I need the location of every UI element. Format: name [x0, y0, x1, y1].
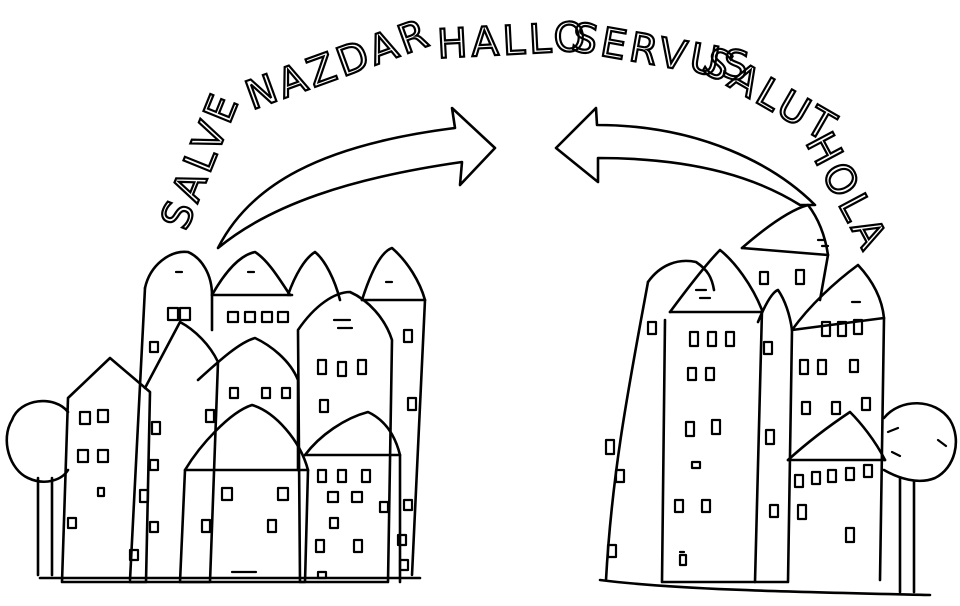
building-left-b: [128, 250, 214, 582]
building-right-b: [660, 248, 764, 584]
greeting-nazdar: NAZDAR: [240, 10, 438, 120]
greeting-salve: SALVE: [153, 85, 250, 236]
right-town: [598, 203, 958, 597]
tree-left: [5, 399, 70, 577]
building-left-g: [296, 290, 394, 584]
greeting-hallo: HALLO: [436, 14, 590, 68]
building-left-a: [60, 356, 152, 584]
tree-right: [882, 401, 958, 594]
building-right-f: [678, 410, 887, 554]
left-town: [5, 246, 427, 584]
building-right-a: [604, 259, 716, 582]
building-right-d: [753, 288, 794, 584]
building-left-f: [360, 246, 427, 577]
building-left-d: [210, 250, 294, 324]
building-right-c: [740, 203, 830, 302]
building-right-e: [790, 263, 886, 582]
greeting-words: SALVE NAZDAR HALLO SERVUS SALUT HOLA: [152, 9, 899, 261]
building-left-i: [178, 403, 310, 584]
building-left-e: [286, 250, 342, 302]
greeting-hola: HOLA: [796, 125, 897, 260]
building-left-c: [128, 320, 220, 584]
arrow-right: [216, 106, 497, 250]
arrow-left: [554, 106, 817, 207]
ground-right: [598, 578, 932, 597]
building-left-h: [196, 336, 300, 472]
